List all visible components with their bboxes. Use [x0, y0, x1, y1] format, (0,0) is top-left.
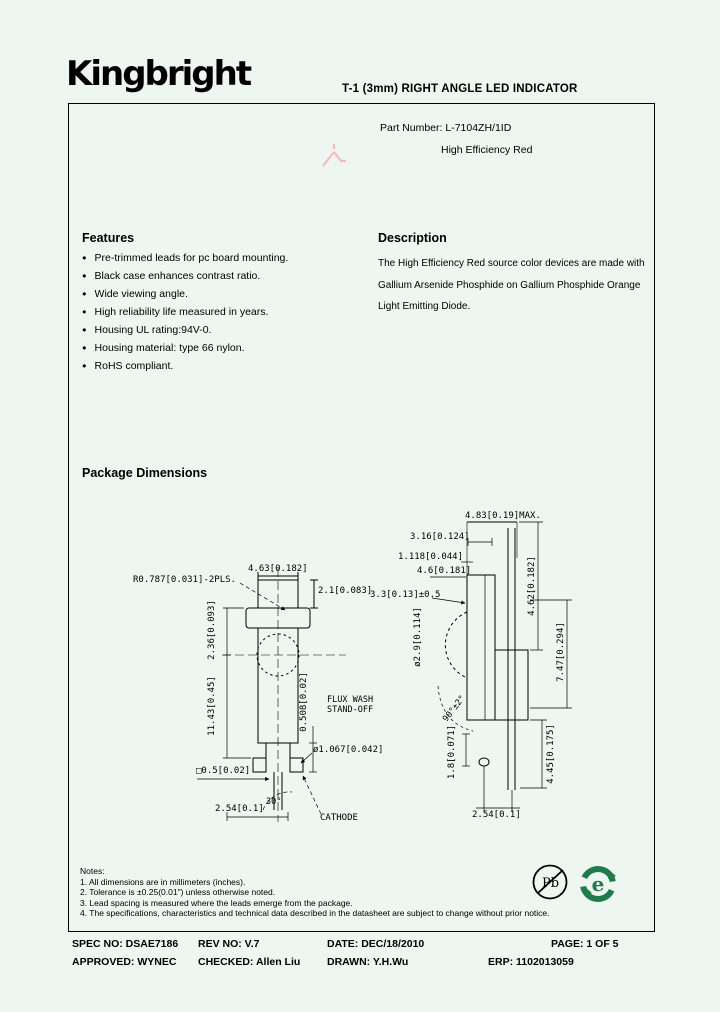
dim-side-lens-diameter: ø2.9[0.114]: [413, 607, 423, 667]
dim-front-lead-square: □0.5[0.02]: [196, 766, 250, 776]
brand-logo: Kingbright: [66, 54, 252, 94]
footer-spec-no: SPEC NO: DSAE7186: [72, 938, 179, 950]
feature-item: High reliability life measured in years.: [82, 307, 367, 319]
svg-text:Pb: Pb: [542, 876, 559, 891]
rohs-e-icon: e: [580, 866, 616, 902]
description-text: The High Efficiency Red source color dev…: [378, 258, 645, 312]
dim-side-bend-angle: 90°±2°: [441, 694, 468, 724]
dim-front-cap-width: 4.63[0.182]: [248, 564, 308, 574]
features-section: Features Pre-trimmed leads for pc board …: [82, 231, 367, 379]
svg-text:e: e: [592, 872, 605, 896]
dim-side-4-6: 4.6[0.181]: [417, 566, 471, 576]
feature-item: Pre-trimmed leads for pc board mounting.: [82, 253, 367, 265]
pb-free-icon: Pb: [532, 864, 568, 900]
note-item: 3. Lead spacing is measured where the le…: [80, 897, 353, 908]
notes-heading: Notes:: [80, 866, 105, 876]
dim-side-4-62: 4.62[0.182]: [527, 556, 537, 616]
dim-front-standoff: 0.508[0.02]: [299, 672, 309, 732]
side-view-linework: [430, 521, 572, 812]
feature-item: Housing material: type 66 nylon.: [82, 343, 367, 355]
dim-side-7-47: 7.47[0.294]: [556, 622, 566, 682]
dim-side-3-16: 3.16[0.124]: [410, 532, 470, 542]
notes-section: Notes: 1. All dimensions are in millimet…: [80, 866, 560, 919]
dim-side-3-3: 3.3[0.13]±0.5: [370, 590, 440, 600]
footer-drawn: DRAWN: Y.H.Wu: [327, 956, 409, 968]
footer-page: PAGE: 1 OF 5: [551, 938, 619, 950]
page-title: T-1 (3mm) RIGHT ANGLE LED INDICATOR: [342, 83, 578, 95]
front-view-linework: [197, 568, 346, 822]
footer-erp: ERP: 1102013059: [488, 956, 574, 968]
description-section: Description The High Efficiency Red sour…: [378, 231, 660, 318]
note-item: 1. All dimensions are in millimeters (in…: [80, 876, 246, 887]
emitted-color: High Efficiency Red: [441, 144, 533, 156]
footer-rev-no: REV NO: V.7: [198, 938, 260, 950]
flux-wash-label-line1: FLUX WASH: [327, 695, 373, 705]
dim-front-radius: R0.787[0.031]-2PLS.: [133, 575, 236, 585]
note-item: 2. Tolerance is ±0.25(0.01") unless othe…: [80, 887, 276, 897]
package-dimensions-heading: Package Dimensions: [82, 466, 208, 480]
features-heading: Features: [82, 231, 135, 245]
dim-front-body-height: 11.43[0.45]: [207, 676, 217, 736]
feature-item: RoHS compliant.: [82, 361, 367, 373]
dim-front-flange-height: 2.36[0.093]: [207, 600, 217, 660]
description-heading: Description: [378, 231, 447, 245]
dim-front-cap-height: 2.1[0.083]: [318, 586, 372, 596]
package-dimensions-drawing: R0.787[0.031]-2PLS. 4.63[0.182] 2.1[0.08…: [133, 511, 572, 823]
dim-side-4-45: 4.45[0.175]: [546, 724, 556, 784]
flux-wash-label-line2: STAND-OFF: [327, 705, 373, 715]
part-number: Part Number: L-7104ZH/1ID: [380, 122, 512, 134]
dim-side-1-118: 1.118[0.044]: [398, 552, 463, 562]
footer-checked: CHECKED: Allen Liu: [198, 956, 301, 968]
dim-front-bend-angle: 30°: [266, 797, 281, 807]
dim-front-lead-diameter: ø1.067[0.042]: [313, 745, 383, 755]
content-border-box: [68, 103, 655, 932]
dim-side-1-8: 1.8[0.071]: [447, 725, 457, 779]
dim-side-overall-max: 4.83[0.19]MAX.: [465, 511, 541, 521]
footer-approved: APPROVED: WYNEC: [72, 956, 177, 968]
dim-side-lead-pitch: 2.54[0.1]: [472, 810, 521, 820]
note-item: 4. The specifications, characteristics a…: [80, 908, 550, 918]
feature-item: Housing UL rating:94V-0.: [82, 325, 367, 337]
feature-item: Black case enhances contrast ratio.: [82, 271, 367, 283]
cathode-label: CATHODE: [320, 813, 358, 823]
footer-date: DATE: DEC/18/2010: [327, 938, 425, 950]
features-list: Pre-trimmed leads for pc board mounting.…: [82, 253, 367, 373]
watermark-artifact-icon: [322, 144, 346, 167]
dim-front-lead-pitch: 2.54[0.1]: [215, 804, 264, 814]
feature-item: Wide viewing angle.: [82, 289, 367, 301]
